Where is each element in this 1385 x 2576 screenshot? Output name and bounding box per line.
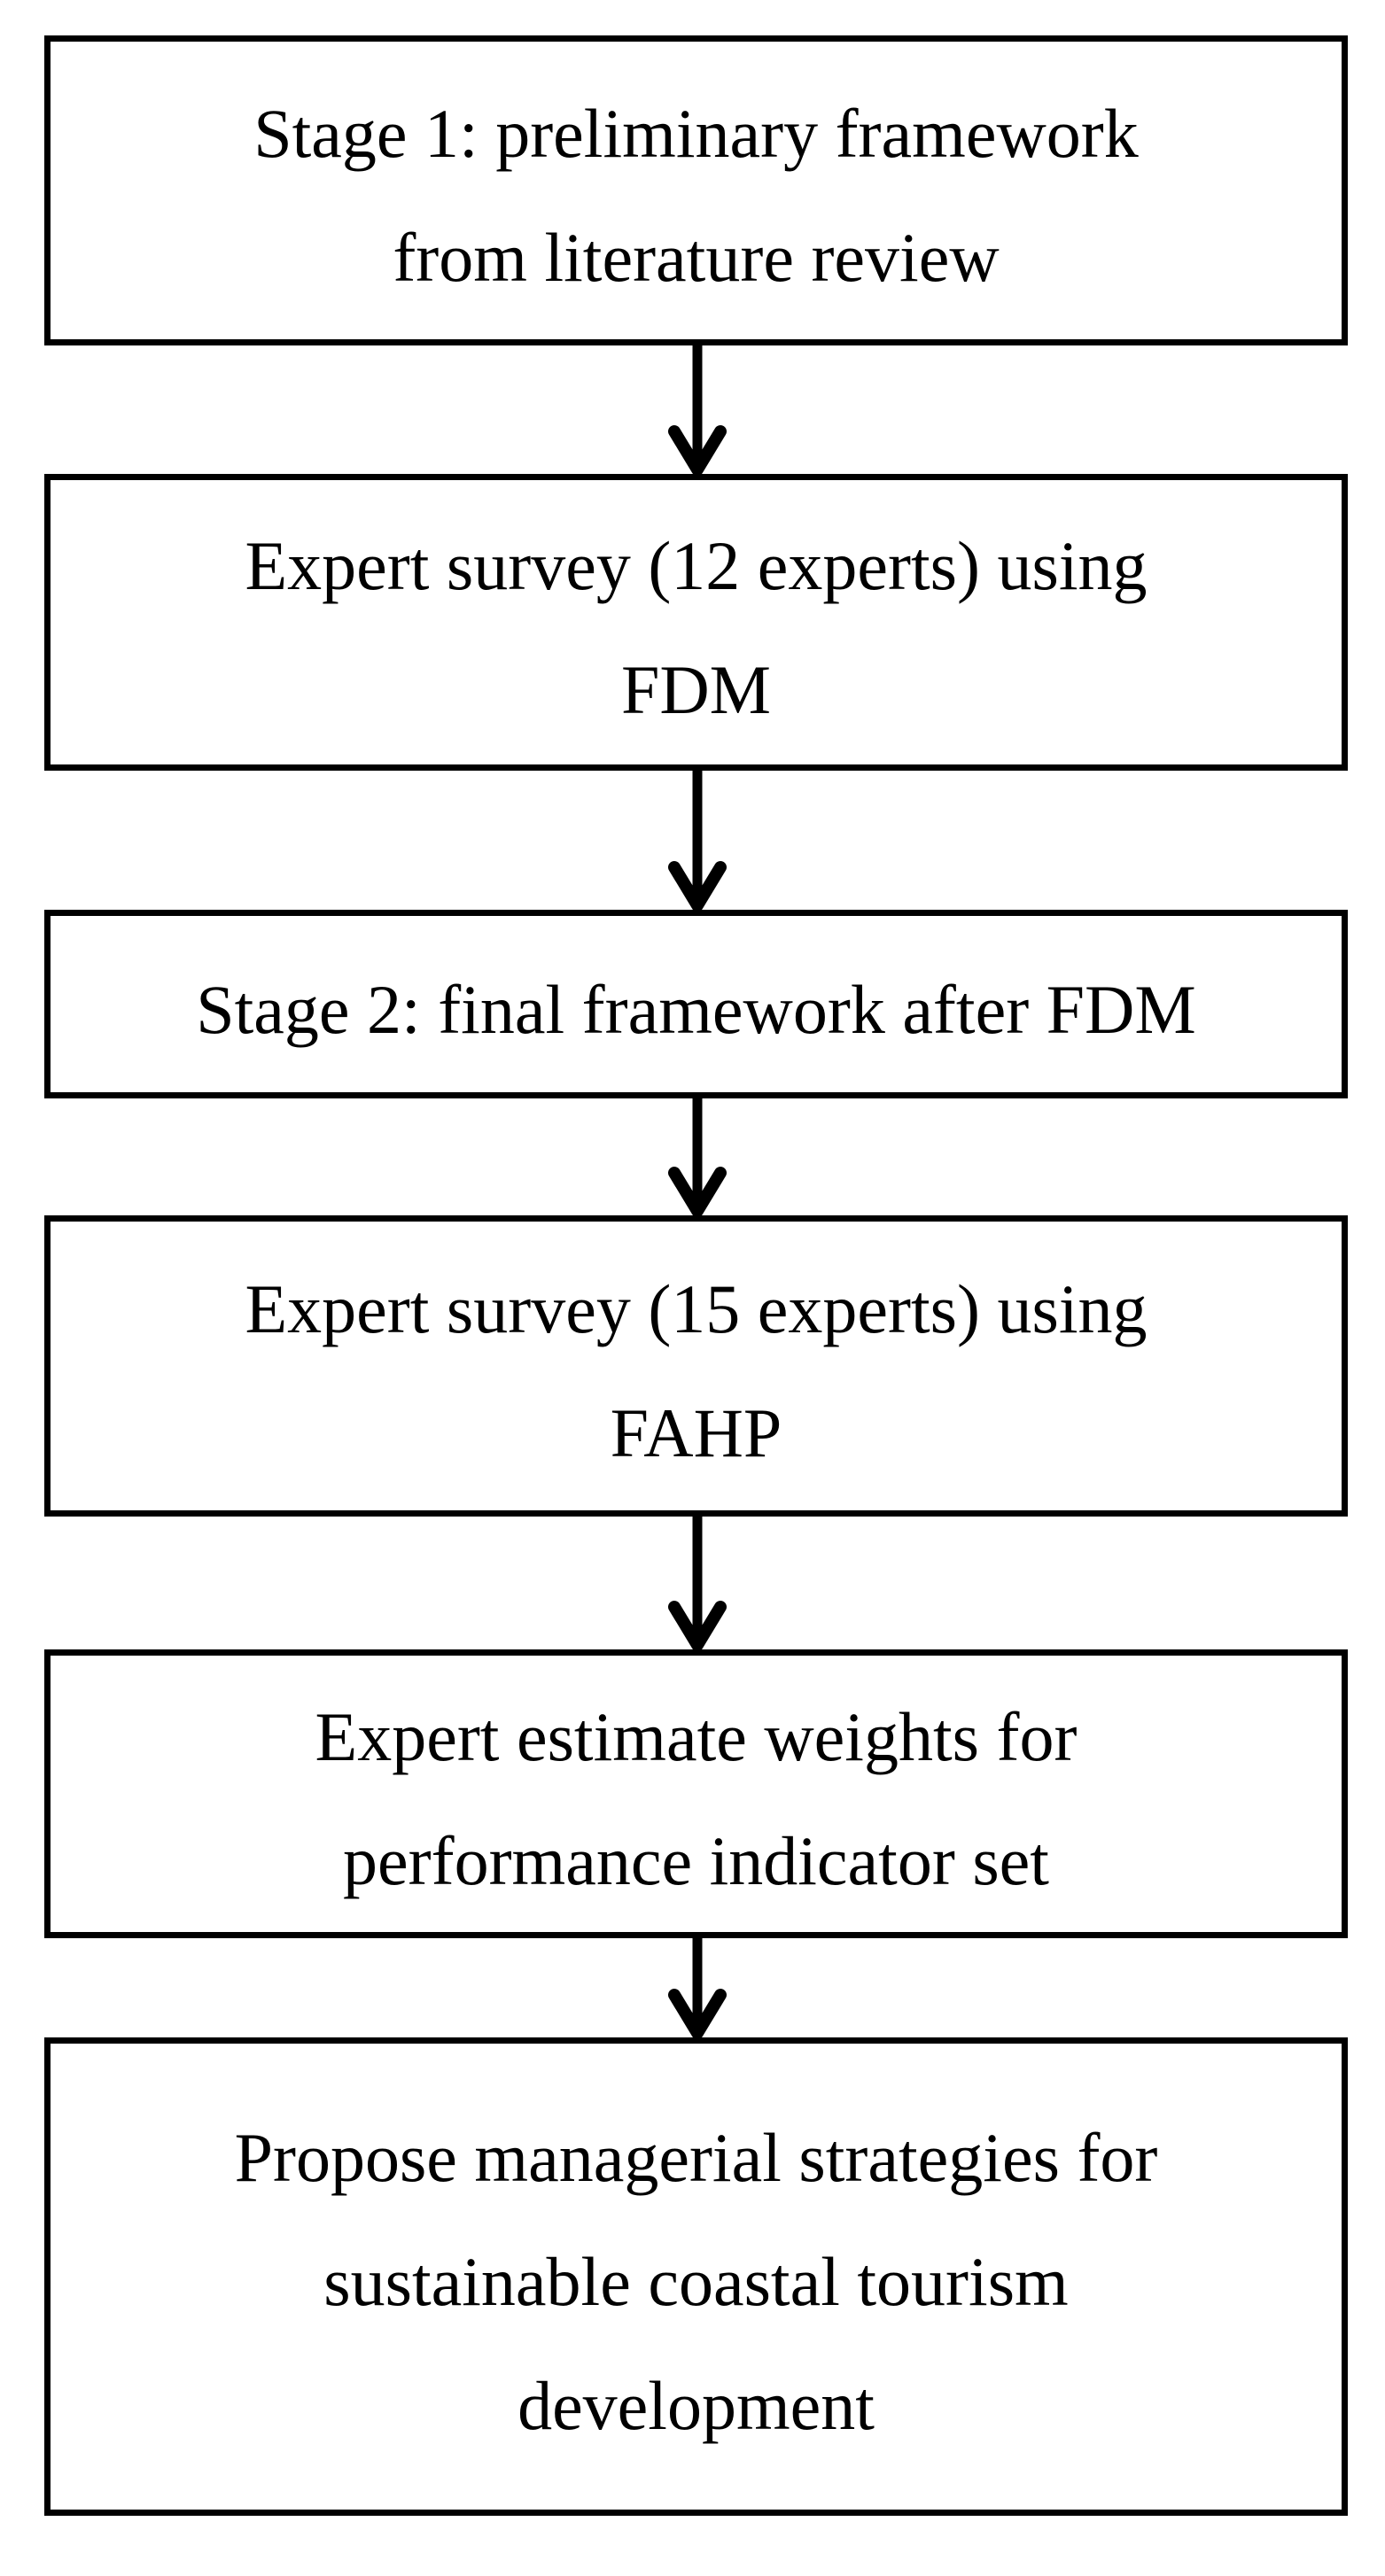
flow-step-fdm-survey-line1: Expert survey (12 experts) using bbox=[245, 526, 1148, 604]
flow-step-stage1-line2: from literature review bbox=[393, 219, 1000, 296]
flow-step-strategies-box: Propose managerial strategies for sustai… bbox=[44, 2037, 1348, 2516]
flow-arrow-down-icon bbox=[668, 1517, 727, 1649]
flow-arrow-down-icon bbox=[668, 771, 727, 910]
flow-arrow-down-icon bbox=[668, 345, 727, 474]
flow-step-fahp-survey-box: Expert survey (15 experts) using FAHP bbox=[44, 1215, 1348, 1517]
flow-step-stage2-line1: Stage 2: final framework after FDM bbox=[196, 970, 1196, 1048]
flow-step-stage1-line1: Stage 1: preliminary framework bbox=[253, 95, 1139, 172]
flow-arrow-down-icon bbox=[668, 1098, 727, 1215]
flow-step-strategies-line1: Propose managerial strategies for bbox=[234, 2119, 1158, 2196]
flow-step-weights-line2: performance indicator set bbox=[343, 1822, 1049, 1899]
flow-step-strategies-line2: sustainable coastal tourism bbox=[323, 2243, 1069, 2320]
flow-step-strategies-line3: development bbox=[517, 2367, 875, 2444]
flow-step-stage1-box: Stage 1: preliminary framework from lite… bbox=[44, 35, 1348, 345]
flow-step-weights-box: Expert estimate weights for performance … bbox=[44, 1649, 1348, 1938]
flow-step-stage2-box: Stage 2: final framework after FDM bbox=[44, 910, 1348, 1098]
flow-step-fahp-survey-line2: FAHP bbox=[610, 1394, 782, 1471]
flow-step-fdm-survey-line2: FDM bbox=[620, 650, 772, 728]
flow-step-fdm-survey-box: Expert survey (12 experts) using FDM bbox=[44, 474, 1348, 771]
flow-arrow-down-icon bbox=[668, 1938, 727, 2037]
flow-step-fahp-survey-line1: Expert survey (15 experts) using bbox=[245, 1270, 1148, 1347]
flow-step-weights-line1: Expert estimate weights for bbox=[315, 1698, 1078, 1775]
